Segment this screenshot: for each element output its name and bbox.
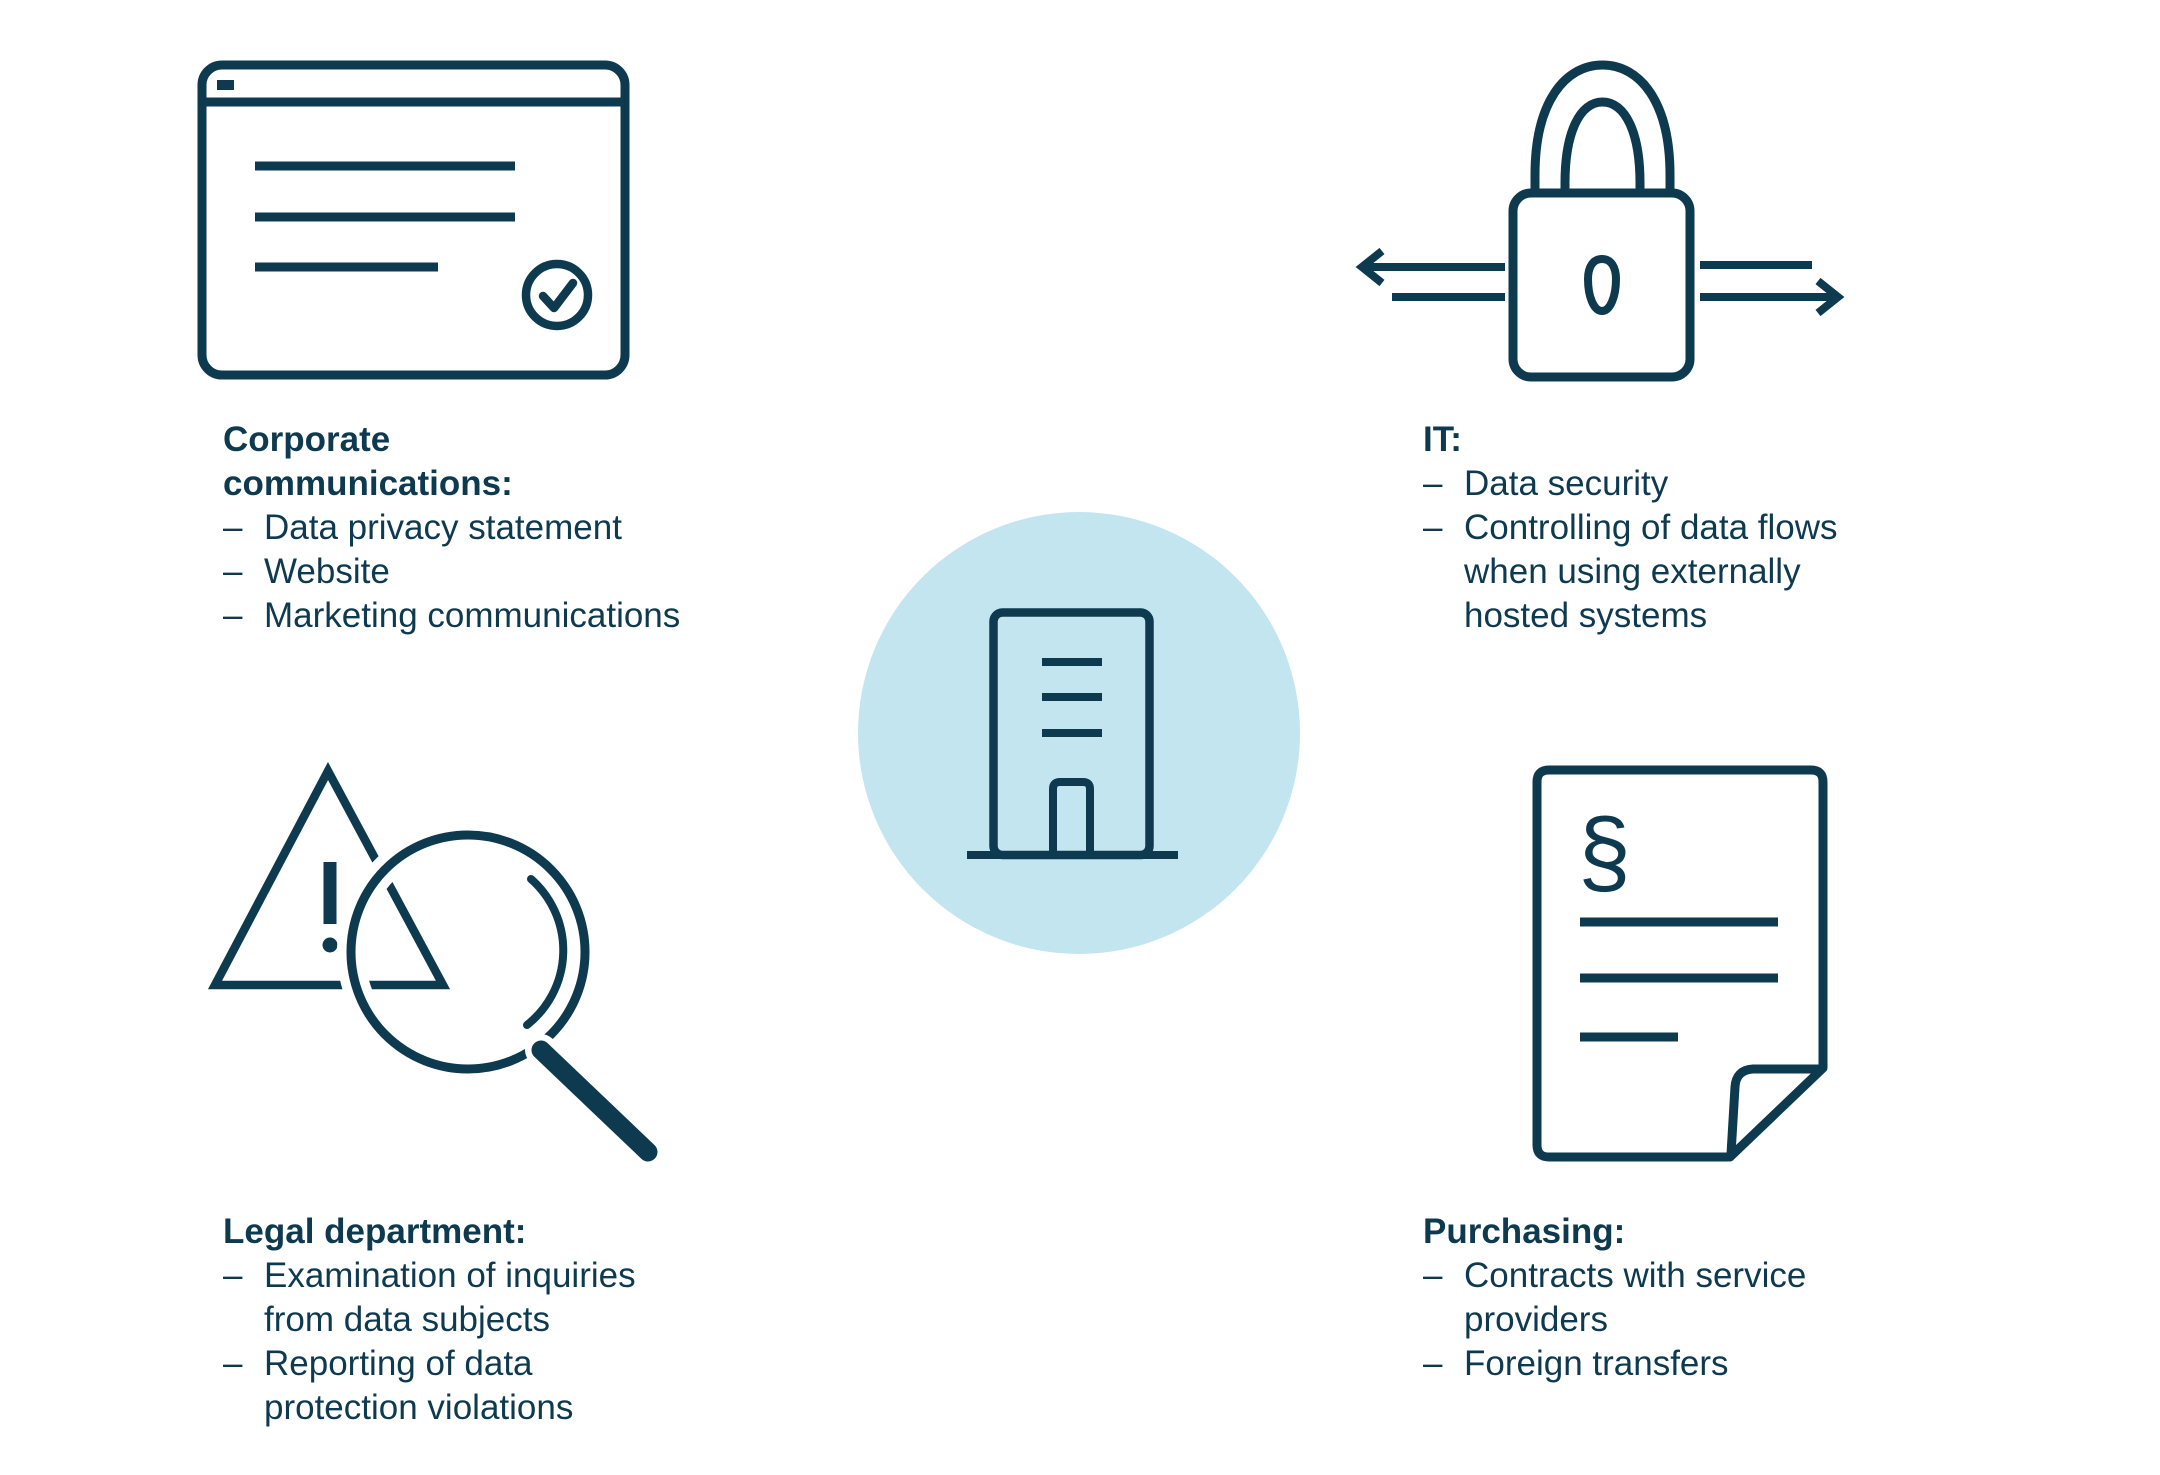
paragraph-document-icon: § [1490,740,1930,1180]
browser-window-check-icon [140,30,740,390]
document-outline [1532,765,1828,1162]
section-title: Legal department: [223,1212,527,1251]
building-windows [1042,658,1102,737]
section-it: IT: – Data security – Controlling of dat… [1423,418,2023,638]
text-lines [255,161,515,272]
section-title: IT: [1423,420,1462,459]
browser-frame [197,60,630,380]
bullet-dash: – [1423,1344,1443,1383]
section-corporate-communications: Corporate communications: – Data privacy… [223,418,823,638]
list-item: – Website [223,550,823,594]
folded-corner [1726,1064,1820,1155]
bullet-dash: – [223,1344,243,1383]
list-item: – Examination of inquiries from data sub… [223,1256,636,1339]
check-circle-icon [521,259,593,331]
building-icon [967,608,1178,860]
section-title: Corporate communications: [223,420,513,503]
list-item: – Contracts with service providers [1423,1256,1807,1339]
section-title: Purchasing: [1423,1212,1626,1251]
lens-reflection [523,875,568,1029]
bullet-dash: – [223,552,243,591]
bullet-dash: – [223,508,243,547]
list-item: – Reporting of data protection violation… [223,1344,574,1427]
company-building-icon [820,470,1360,970]
bullet-dash: – [1423,508,1443,547]
warning-triangle-icon [207,761,451,990]
contract-lines [1580,917,1778,1042]
list-item: – Data privacy statement [223,506,823,550]
magnifier-handle [531,1040,658,1162]
bullet-dash: – [1423,1256,1443,1295]
magnifier-icon [337,821,664,1168]
padlock-data-flows-icon [1340,30,2020,400]
bullet-dash: – [223,1256,243,1295]
bullet-dash: – [1423,464,1443,503]
section-purchasing: Purchasing: – Contracts with service pro… [1423,1210,2023,1386]
keyhole [1583,254,1621,316]
arrow-left-icon [1355,247,1505,301]
arrow-right-icon [1700,261,1845,317]
padlock-icon [1508,60,1695,382]
building-door [1049,778,1094,855]
section-legal-department: Legal department: – Examination of inqui… [223,1210,823,1430]
warning-magnifier-icon [180,740,760,1180]
list-item: – Data security [1423,462,2023,506]
list-item: – Marketing communications [223,594,823,638]
list-item: – Controlling of data flows when using e… [1423,508,1838,635]
bullet-dash: – [223,596,243,635]
list-item: – Foreign transfers [1423,1342,2023,1386]
paragraph-symbol: § [1578,799,1631,905]
